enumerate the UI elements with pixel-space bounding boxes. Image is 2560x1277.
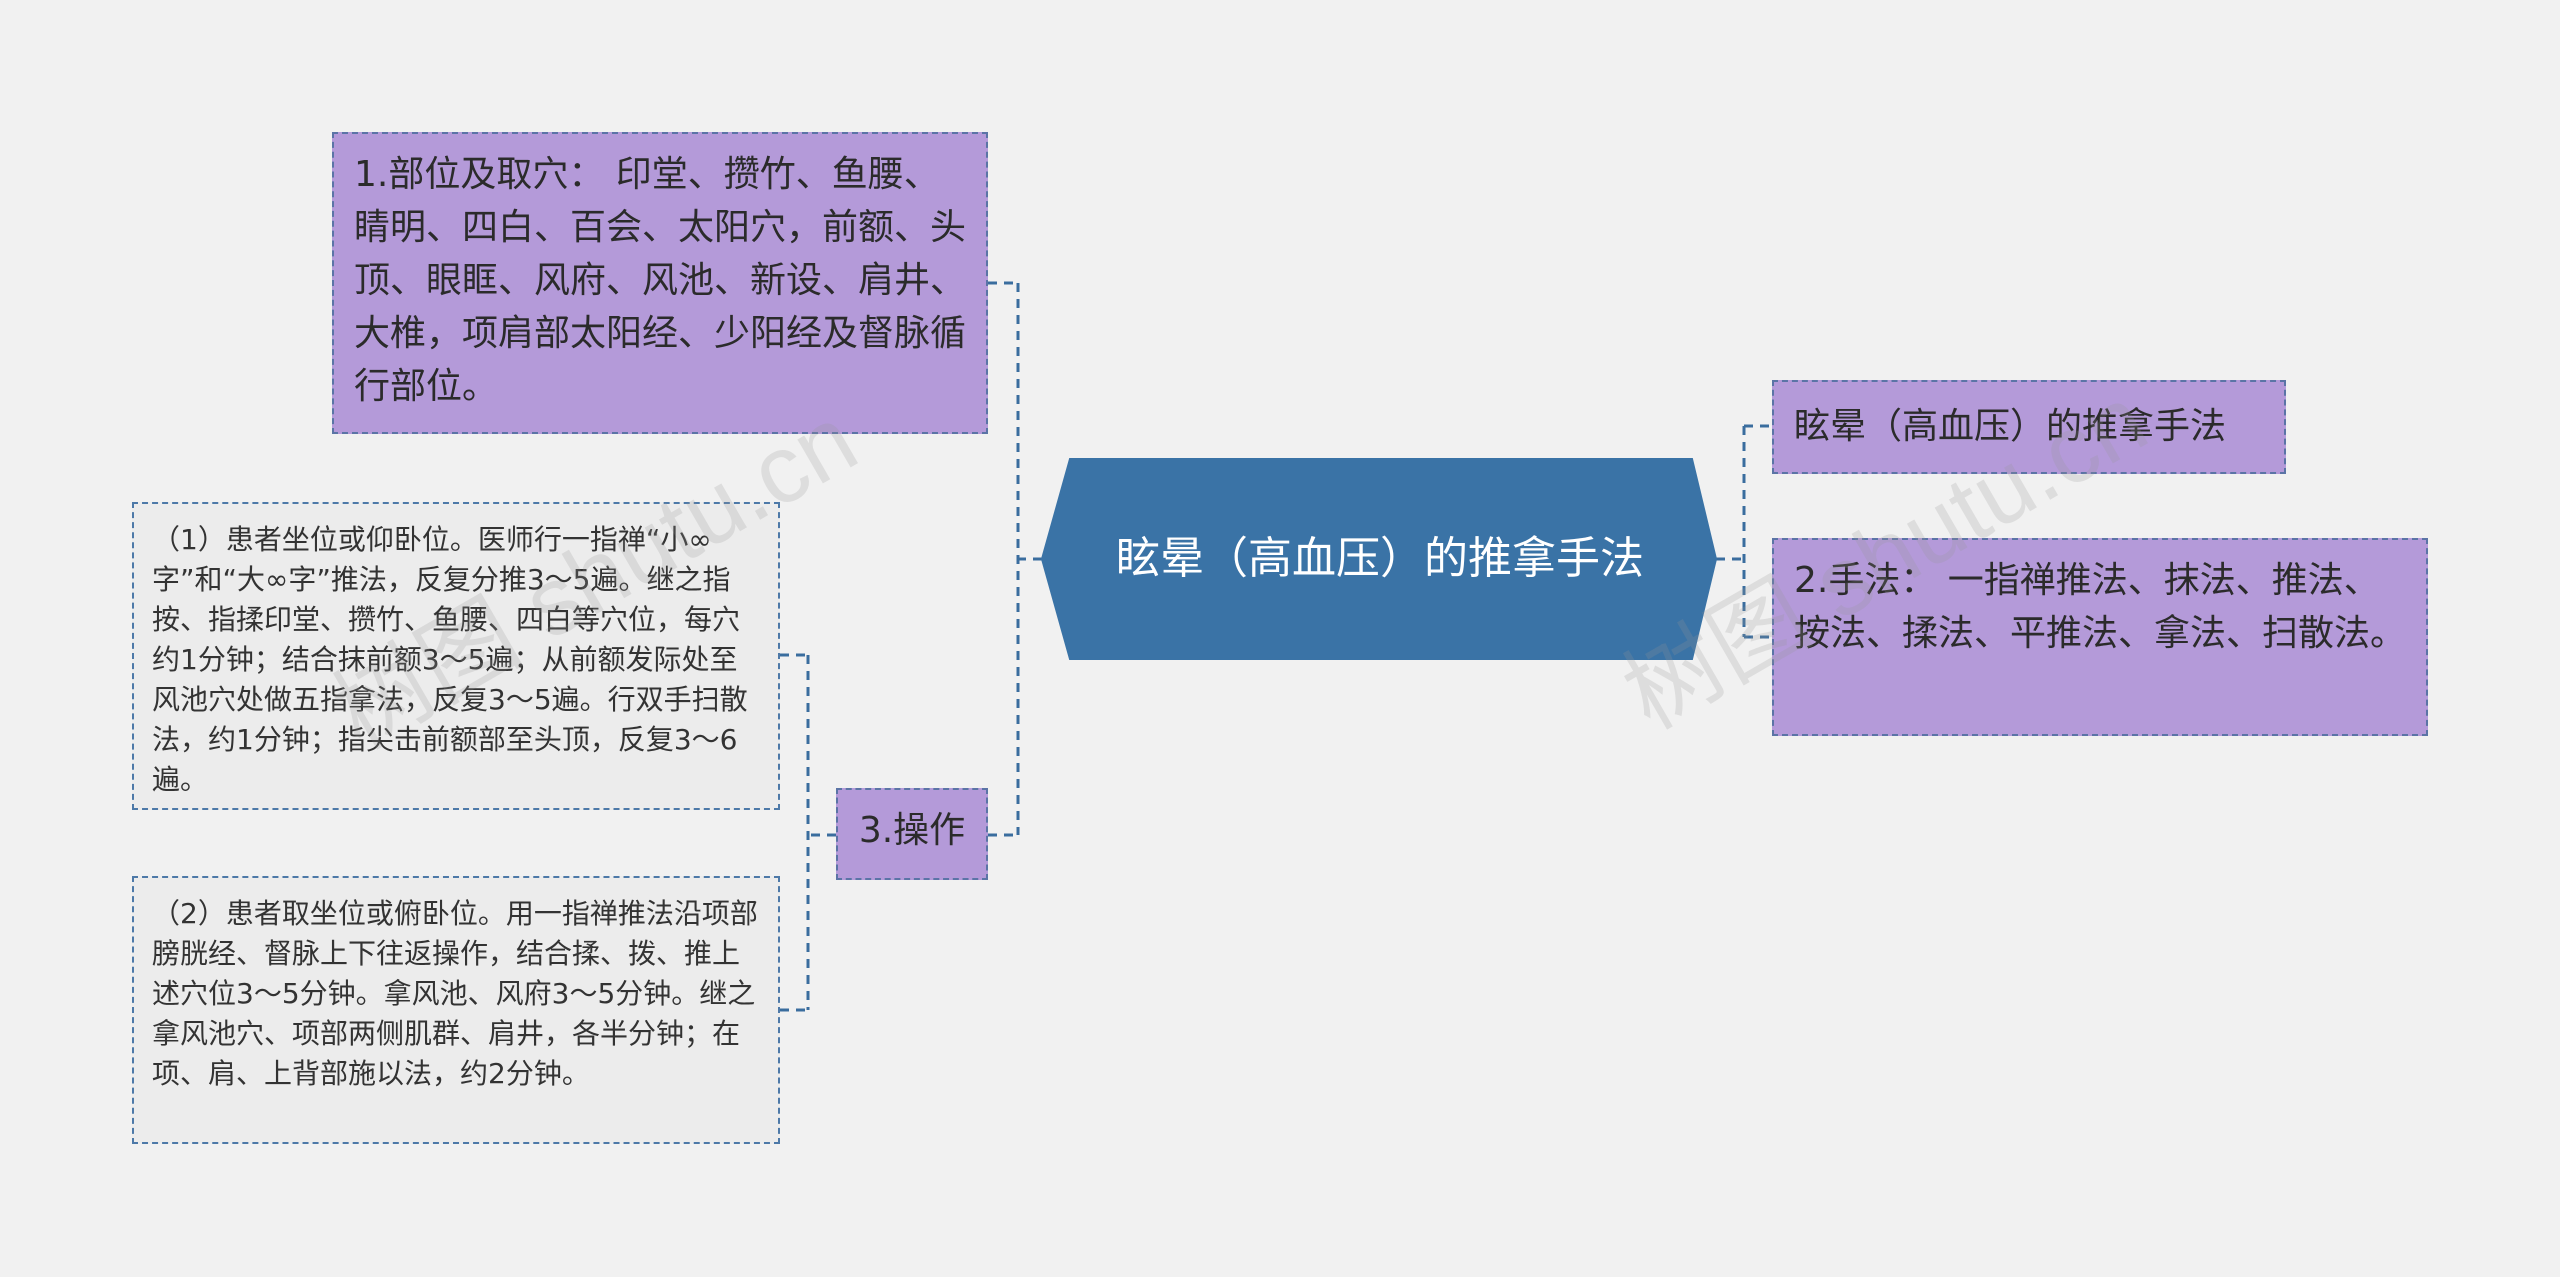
center-node-shape <box>1040 458 1718 660</box>
center-node-label: 眩晕（高血压）的推拿手法 <box>1116 533 1644 584</box>
operation-step-1[interactable]: （1）患者坐位或仰卧位。医师行一指禅“小∞字”和“大∞字”推法，反复分推3～5遍… <box>132 502 780 810</box>
topic-title-repeat-label: 眩晕（高血压）的推拿手法 <box>1794 406 2227 447</box>
center-node[interactable]: 眩晕（高血压）的推拿手法 <box>1040 459 1720 659</box>
operation-step-1-text: （1）患者坐位或仰卧位。医师行一指禅“小∞字”和“大∞字”推法，反复分推3～5遍… <box>152 523 748 796</box>
operation-step-2-text: （2）患者取坐位或俯卧位。用一指禅推法沿项部膀胱经、督脉上下往返操作，结合揉、拨… <box>152 897 758 1090</box>
topic-operation-label: 3.操作 <box>858 810 966 851</box>
topic-operation[interactable]: 3.操作 <box>836 788 988 880</box>
topic-techniques-text: 2.手法： 一指禅推法、抹法、推法、按法、揉法、平推法、拿法、扫散法。 <box>1794 560 2407 654</box>
topic-acupoints[interactable]: 1.部位及取穴： 印堂、攒竹、鱼腰、睛明、四白、百会、太阳穴，前额、头顶、眼眶、… <box>332 132 988 434</box>
operation-step-2[interactable]: （2）患者取坐位或俯卧位。用一指禅推法沿项部膀胱经、督脉上下往返操作，结合揉、拨… <box>132 876 780 1144</box>
topic-acupoints-text: 1.部位及取穴： 印堂、攒竹、鱼腰、睛明、四白、百会、太阳穴，前额、头顶、眼眶、… <box>354 154 967 407</box>
topic-title-repeat[interactable]: 眩晕（高血压）的推拿手法 <box>1772 380 2286 474</box>
topic-techniques[interactable]: 2.手法： 一指禅推法、抹法、推法、按法、揉法、平推法、拿法、扫散法。 <box>1772 538 2428 736</box>
